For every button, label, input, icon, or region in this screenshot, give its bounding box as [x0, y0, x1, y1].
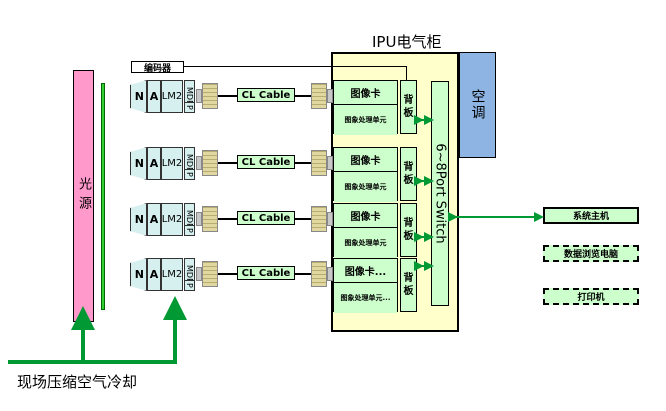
mdr-label: MDR [185, 154, 194, 173]
processing-unit-label: 图象处理单元 [334, 228, 397, 258]
p-port: P [184, 280, 195, 291]
cable-line-left [218, 218, 237, 220]
connector-left [202, 206, 218, 232]
p-port: P [184, 169, 195, 180]
backplane-switch-arrows [414, 115, 434, 271]
connector-right [311, 206, 327, 232]
cable-line-right [295, 218, 311, 220]
backplane: 背板 [400, 147, 417, 201]
image-card-label: 图像卡 [334, 81, 397, 105]
cl-cable-label: CL Cable [237, 155, 295, 169]
connector-right [311, 83, 327, 109]
cooling-pipe-main [8, 296, 187, 364]
backplane: 背板 [400, 258, 417, 312]
printer: 打印机 [543, 288, 639, 305]
backplane: 背板 [400, 80, 417, 134]
light-source-label: 光源 [76, 177, 91, 215]
mdr-label: MDR [185, 210, 194, 229]
processing-unit-label: 图象处理单元 [334, 105, 397, 135]
p-label: P [185, 105, 194, 110]
cable-line-left [218, 162, 237, 164]
lm2-camera: LM2 [161, 258, 183, 291]
mdr-label: MDR [185, 265, 194, 284]
processing-unit-label: 图象处理单元 [334, 172, 397, 202]
cabinet-title: IPU电气柜 [372, 33, 442, 51]
encoder-line [184, 66, 407, 67]
connector-right [311, 150, 327, 176]
cl-cable-label: CL Cable [237, 266, 295, 280]
connector-plug-left [196, 156, 202, 170]
image-card: 图像卡图象处理单元 [333, 203, 398, 258]
image-card-label: 图像卡 [334, 148, 397, 172]
connector-plug-right [327, 267, 333, 281]
image-card-label: 图像卡... [334, 259, 397, 283]
cooling-bar [101, 83, 105, 310]
cl-cable-label: CL Cable [237, 88, 295, 102]
cable-line-left [218, 273, 237, 275]
connector-left [202, 261, 218, 287]
lens-a: A [147, 80, 161, 113]
image-card: 图像卡...图象处理单元... [333, 258, 398, 313]
p-port: P [184, 102, 195, 113]
lm2-camera: LM2 [161, 147, 183, 180]
lens-a: A [147, 203, 161, 236]
cable-line-left [218, 95, 237, 97]
cable-line-right [295, 162, 311, 164]
lm2-camera: LM2 [161, 80, 183, 113]
backplane: 背板 [400, 203, 417, 257]
encoder-line-drop [406, 66, 407, 80]
cooling-label: 现场压缩空气冷却 [17, 373, 138, 391]
image-card: 图像卡图象处理单元 [333, 147, 398, 202]
connector-plug-right [327, 89, 333, 103]
system-host: 系统主机 [543, 207, 639, 224]
network-switch [431, 81, 449, 306]
data-browser-pc: 数据浏览电脑 [543, 245, 639, 262]
p-label: P [185, 228, 194, 233]
connector-plug-right [327, 156, 333, 170]
connector-right [311, 261, 327, 287]
cable-line-right [295, 95, 311, 97]
lens-a: A [147, 258, 161, 291]
connector-plug-left [196, 212, 202, 226]
image-card-label: 图像卡 [334, 204, 397, 228]
mdr-label: MDR [185, 87, 194, 106]
connector-plug-left [196, 267, 202, 281]
lens-a: A [147, 147, 161, 180]
processing-unit-label: 图象处理单元... [334, 283, 397, 313]
cable-line-right [295, 273, 311, 275]
air-conditioner: 空调 [459, 52, 496, 158]
connector-left [202, 150, 218, 176]
p-port: P [184, 225, 195, 236]
image-card: 图像卡图象处理单元 [333, 80, 398, 135]
p-label: P [185, 172, 194, 177]
cl-cable-label: CL Cable [237, 211, 295, 225]
lm2-camera: LM2 [161, 203, 183, 236]
encoder: 编码器 [131, 61, 184, 74]
p-label: P [185, 283, 194, 288]
connector-plug-right [327, 212, 333, 226]
connector-left [202, 83, 218, 109]
connector-plug-left [196, 89, 202, 103]
